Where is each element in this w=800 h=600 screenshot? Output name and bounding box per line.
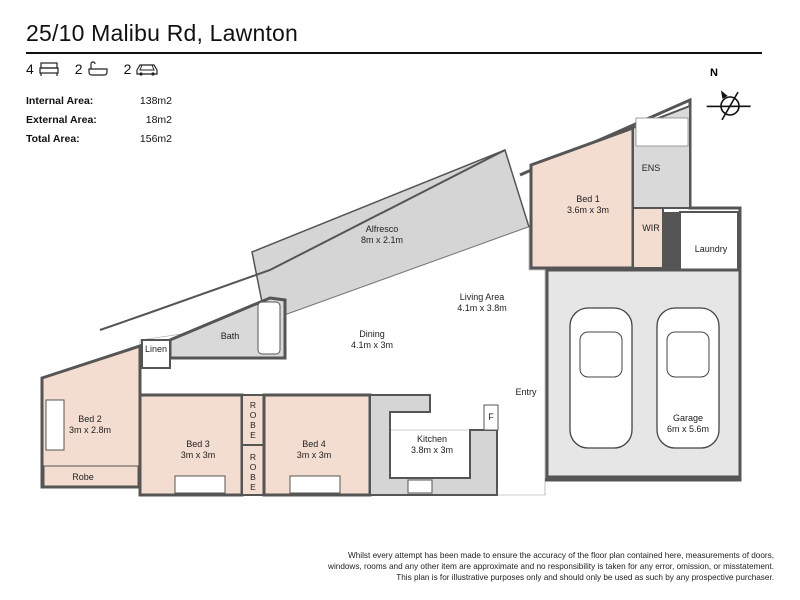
linen-cupboard [141, 339, 171, 369]
area-row-total: Total Area: 156m2 [26, 129, 172, 148]
bed2-label: Bed 2 [78, 414, 102, 424]
bathtub [257, 301, 281, 355]
bed3-dims: 3m x 3m [181, 450, 216, 460]
robe-letter: O [250, 462, 257, 472]
kitchen-label: Kitchen [417, 434, 447, 444]
bed3-bed [174, 475, 226, 494]
garage-dims: 6m x 5.6m [667, 424, 709, 434]
bathroom-count-value: 2 [74, 61, 83, 77]
bedroom-count: 4 [26, 61, 59, 77]
disclaimer: Whilst every attempt has been made to en… [294, 550, 774, 583]
bed4-label: Bed 4 [302, 439, 326, 449]
dining-dims: 4.1m x 3m [351, 340, 393, 350]
garage-count: 2 [124, 61, 159, 77]
bed4-dims: 3m x 3m [297, 450, 332, 460]
wir-room [632, 207, 664, 269]
area-value: 138m2 [139, 94, 172, 107]
fridge-label: F [488, 412, 494, 422]
fridge [483, 404, 499, 431]
area-row-external: External Area: 18m2 [26, 110, 172, 129]
exterior-wall [519, 97, 742, 482]
compass-icon: N [706, 67, 751, 121]
bed1-dims: 3.6m x 3m [567, 205, 609, 215]
robe-letter: R [250, 452, 256, 462]
header-divider [26, 52, 762, 54]
property-address: 25/10 Malibu Rd, Lawnton [26, 20, 299, 46]
car-icon [136, 64, 158, 76]
bed1-label: Bed 1 [576, 194, 600, 204]
bath-icon [87, 61, 108, 76]
kitchen-area [369, 394, 498, 496]
robe-letter: O [250, 410, 257, 420]
ens-label: ENS [642, 163, 661, 173]
bed2-robe-label: Robe [72, 472, 94, 482]
area-summary: Internal Area: 138m2 External Area: 18m2… [26, 91, 172, 148]
entry-label: Entry [515, 387, 537, 397]
feature-summary: 4 2 2 [26, 61, 174, 77]
robe-letter: E [250, 482, 256, 492]
disclaimer-line: Whilst every attempt has been made to en… [348, 551, 774, 560]
laundry-label: Laundry [695, 244, 728, 254]
robe-letter: B [250, 472, 256, 482]
area-label: External Area: [26, 113, 97, 126]
garage-label: Garage [673, 413, 703, 423]
bathroom-count: 2 [75, 61, 108, 77]
disclaimer-line: This plan is for illustrative purposes o… [396, 573, 774, 582]
bed3-label: Bed 3 [186, 439, 210, 449]
kitchen-dims: 3.8m x 3m [411, 445, 453, 455]
bedroom-count-value: 4 [26, 61, 34, 77]
laundry-room [679, 211, 739, 271]
linen-label: Linen [145, 344, 167, 354]
bed4-bed [289, 475, 341, 494]
area-value: 18m2 [145, 113, 172, 126]
area-value: 156m2 [139, 132, 172, 145]
robe-letter: B [250, 420, 256, 430]
car-right [656, 307, 720, 449]
area-label: Internal Area: [26, 94, 94, 107]
compass-north-label: N [710, 67, 718, 79]
car-left [569, 307, 633, 449]
alfresco-dims: 8m x 2.1m [361, 235, 403, 245]
area-label: Total Area: [26, 132, 80, 145]
bed2-dims: 3m x 2.8m [69, 425, 111, 435]
ensuite-upper [635, 117, 689, 147]
dining-label: Dining [359, 329, 385, 339]
laundry-divider [663, 212, 680, 270]
bed2-bed [45, 399, 65, 451]
bed-icon [39, 62, 59, 76]
robe-letter: E [250, 430, 256, 440]
kitchen-sink [407, 479, 433, 494]
garage-count-value: 2 [123, 61, 132, 77]
exterior-wall-upper [99, 149, 506, 331]
robe-letter: R [250, 400, 256, 410]
living-label: Living Area [460, 292, 505, 302]
bath-label: Bath [221, 331, 240, 341]
robe-lower-label: R O B E [250, 452, 257, 492]
bed2-robe [43, 465, 139, 487]
robe-upper-label: R O B E [250, 400, 257, 440]
living-dims: 4.1m x 3.8m [457, 303, 507, 313]
area-row-internal: Internal Area: 138m2 [26, 91, 172, 110]
alfresco-label: Alfresco [366, 224, 399, 234]
disclaimer-line: windows, rooms and any other item are ap… [328, 562, 774, 571]
wir-label: WIR [642, 223, 660, 233]
